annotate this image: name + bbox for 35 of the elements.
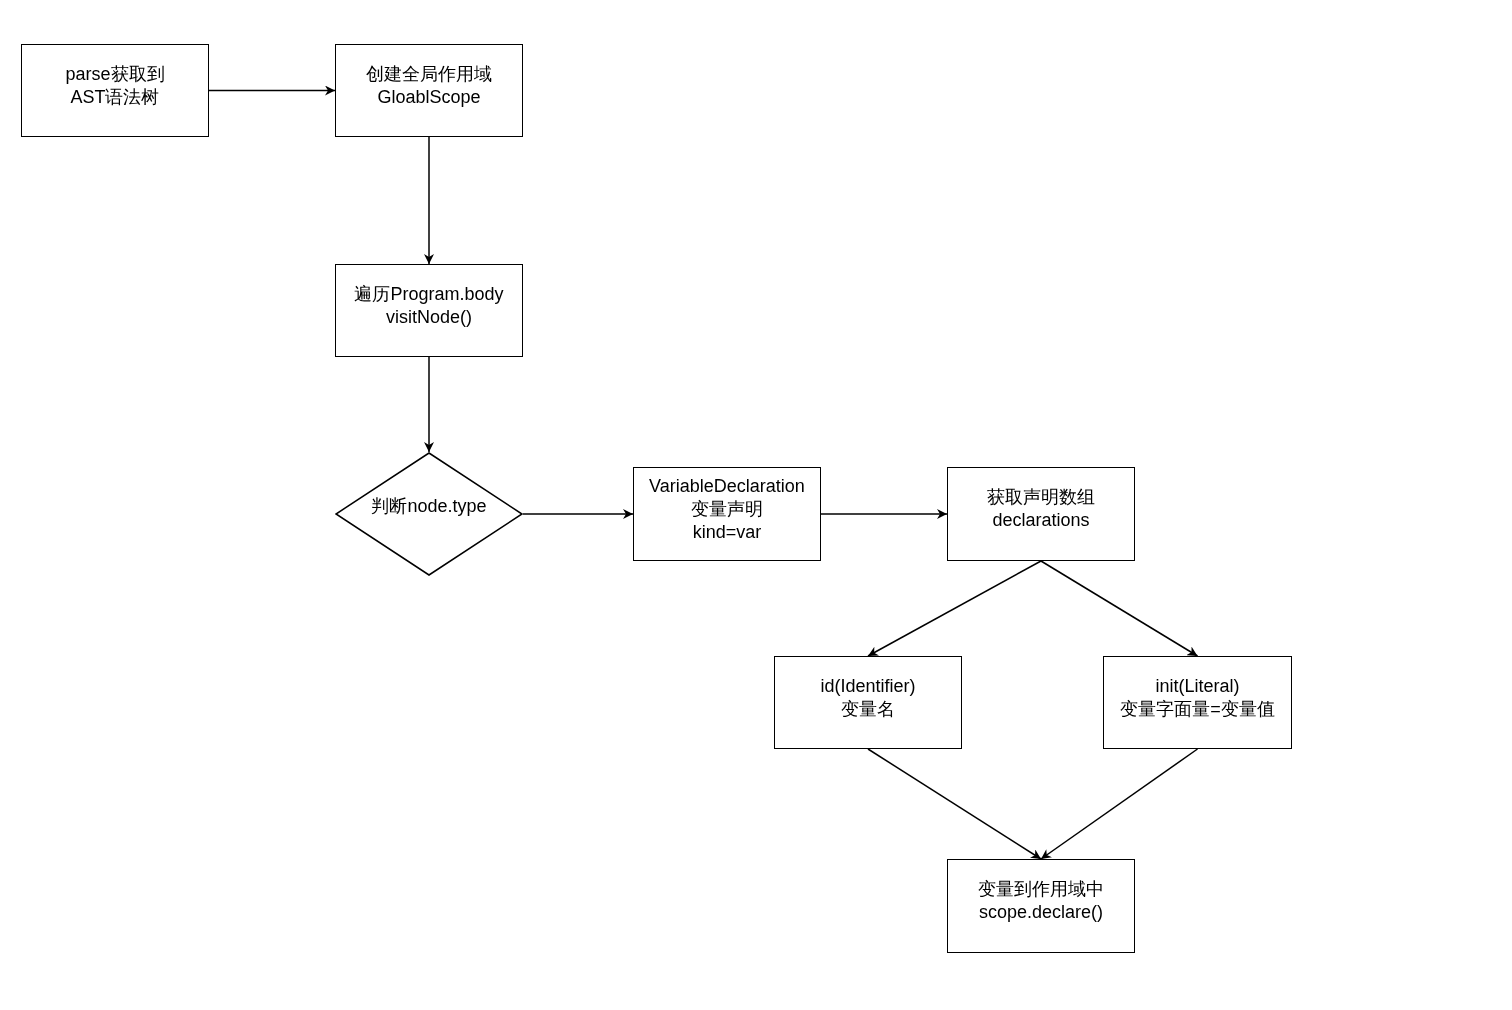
process-box [1103,656,1292,749]
node-text: declarations [992,509,1090,532]
node-text: 获取声明数组 [987,486,1095,509]
process-box [21,44,209,137]
process-box [774,656,962,749]
arrow [424,356,434,453]
node-text: 变量字面量=变量值 [1120,697,1275,721]
node-text: 遍历Program.body [354,282,504,306]
node-text: 创建全局作用域 [366,62,492,86]
arrow [867,560,1042,657]
arrow [820,509,948,519]
process-box [947,467,1135,561]
node-text: 变量声明 [691,497,763,521]
node-text: kind=var [692,520,762,544]
node-text: 变量到作用域中 [978,878,1104,901]
arrow [424,136,434,265]
node-text: AST语法树 [70,85,160,109]
arrow [208,85,336,96]
arrow [1040,748,1199,860]
node-text: parse获取到 [65,62,165,86]
node-text: 变量名 [841,697,895,721]
node-text: scope.declare() [978,901,1104,924]
arrow [522,509,634,519]
arrow [1040,560,1199,657]
node-text: init(Literal) [1155,674,1240,698]
node-text: VariableDeclaration [649,474,805,498]
node-text: visitNode() [386,305,472,329]
process-box [947,859,1135,953]
process-box [335,44,523,137]
process-box [335,264,523,357]
process-box [633,467,821,561]
node-text: id(Identifier) [820,674,916,698]
arrow [867,748,1042,860]
node-text: GloablScope [377,85,481,109]
node-text: 判断node.type [371,494,487,518]
